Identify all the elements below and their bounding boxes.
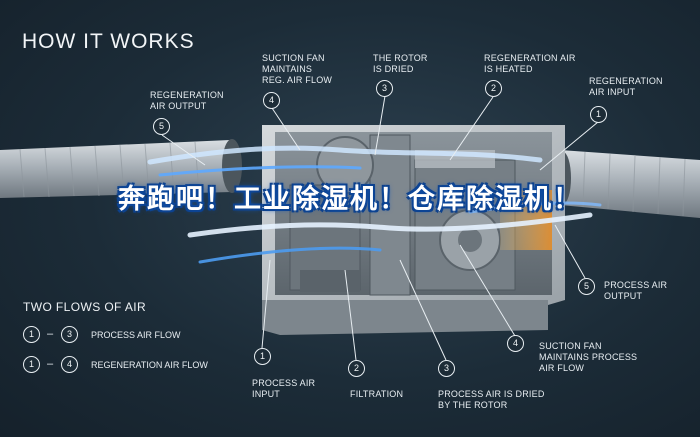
callout-label-proc-suction-fan: SUCTION FAN MAINTAINS PROCESS AIR FLOW: [539, 341, 638, 373]
callout-number-proc-1: 1: [254, 348, 271, 365]
callout-number-proc-2: 2: [348, 360, 365, 377]
page-title: HOW IT WORKS: [22, 30, 195, 53]
callout-label-proc-dried: PROCESS AIR IS DRIED BY THE ROTOR: [438, 389, 545, 410]
legend-dash: –: [47, 328, 54, 340]
regeneration-air-flow: [147, 145, 543, 177]
legend-number-from: 1: [23, 356, 40, 373]
callout-number-reg-5: 5: [153, 118, 170, 135]
callout-label-filtration: FILTRATION: [350, 389, 404, 399]
callout-label-reg-output: REGENERATION AIR OUTPUT: [150, 90, 224, 111]
callout-label-reg-suction-fan: SUCTION FAN MAINTAINS REG. AIR FLOW: [262, 53, 333, 85]
legend-title: TWO FLOWS OF AIR: [23, 300, 147, 314]
callout-label-proc-output: PROCESS AIR OUTPUT: [604, 280, 668, 301]
callout-number-proc-5: 5: [578, 278, 595, 295]
callout-number-proc-4: 4: [507, 335, 524, 352]
legend-number-from: 1: [23, 326, 40, 343]
legend-number-to: 3: [61, 326, 78, 343]
overlay-banner-text: 奔跑吧！工业除湿机！仓库除湿机！: [118, 184, 582, 215]
legend-number-to: 4: [61, 356, 78, 373]
legend-label: REGENERATION AIR FLOW: [91, 360, 208, 370]
process-air-flow: [187, 201, 602, 264]
unit-casing: [262, 125, 565, 335]
callout-label-proc-input: PROCESS AIR INPUT: [252, 378, 316, 399]
legend-label: PROCESS AIR FLOW: [91, 330, 181, 340]
callout-number-proc-3: 3: [438, 360, 455, 377]
callout-label-reg-input: REGENERATION AIR INPUT: [589, 76, 663, 97]
leader-lines: [161, 95, 599, 361]
callout-label-rotor-dried: THE ROTOR IS DRIED: [373, 53, 428, 74]
callout-number-reg-3: 3: [376, 80, 393, 97]
callout-number-reg-4: 4: [263, 92, 280, 109]
callout-label-reg-heated: REGENERATION AIR IS HEATED: [484, 53, 576, 74]
callout-number-reg-2: 2: [485, 80, 502, 97]
legend-dash: –: [47, 358, 54, 370]
callout-number-reg-1: 1: [590, 106, 607, 123]
